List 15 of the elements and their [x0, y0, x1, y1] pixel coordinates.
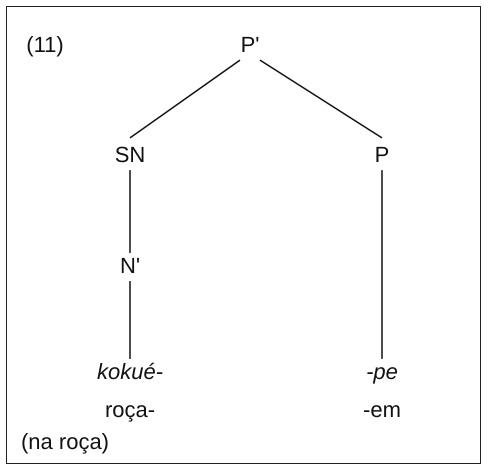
translation-text: (na roça) — [20, 430, 110, 454]
tree-branch-line — [129, 281, 131, 359]
tree-branch-line — [260, 59, 382, 139]
example-number: (11) — [26, 32, 64, 58]
tree-node-label: P — [374, 142, 390, 168]
tree-branch-line — [381, 170, 383, 359]
tree-branch-line — [129, 170, 131, 253]
tree-node-label: SN — [114, 142, 146, 168]
tree-branch-line — [130, 59, 240, 139]
tree-node-label: -pe — [366, 360, 398, 384]
gloss-text: roça- — [104, 398, 156, 422]
gloss-text: -em — [363, 398, 401, 422]
tree-node-label: kokué- — [96, 360, 164, 384]
tree-node-label: P' — [240, 32, 260, 58]
tree-node-label: N' — [120, 254, 140, 278]
